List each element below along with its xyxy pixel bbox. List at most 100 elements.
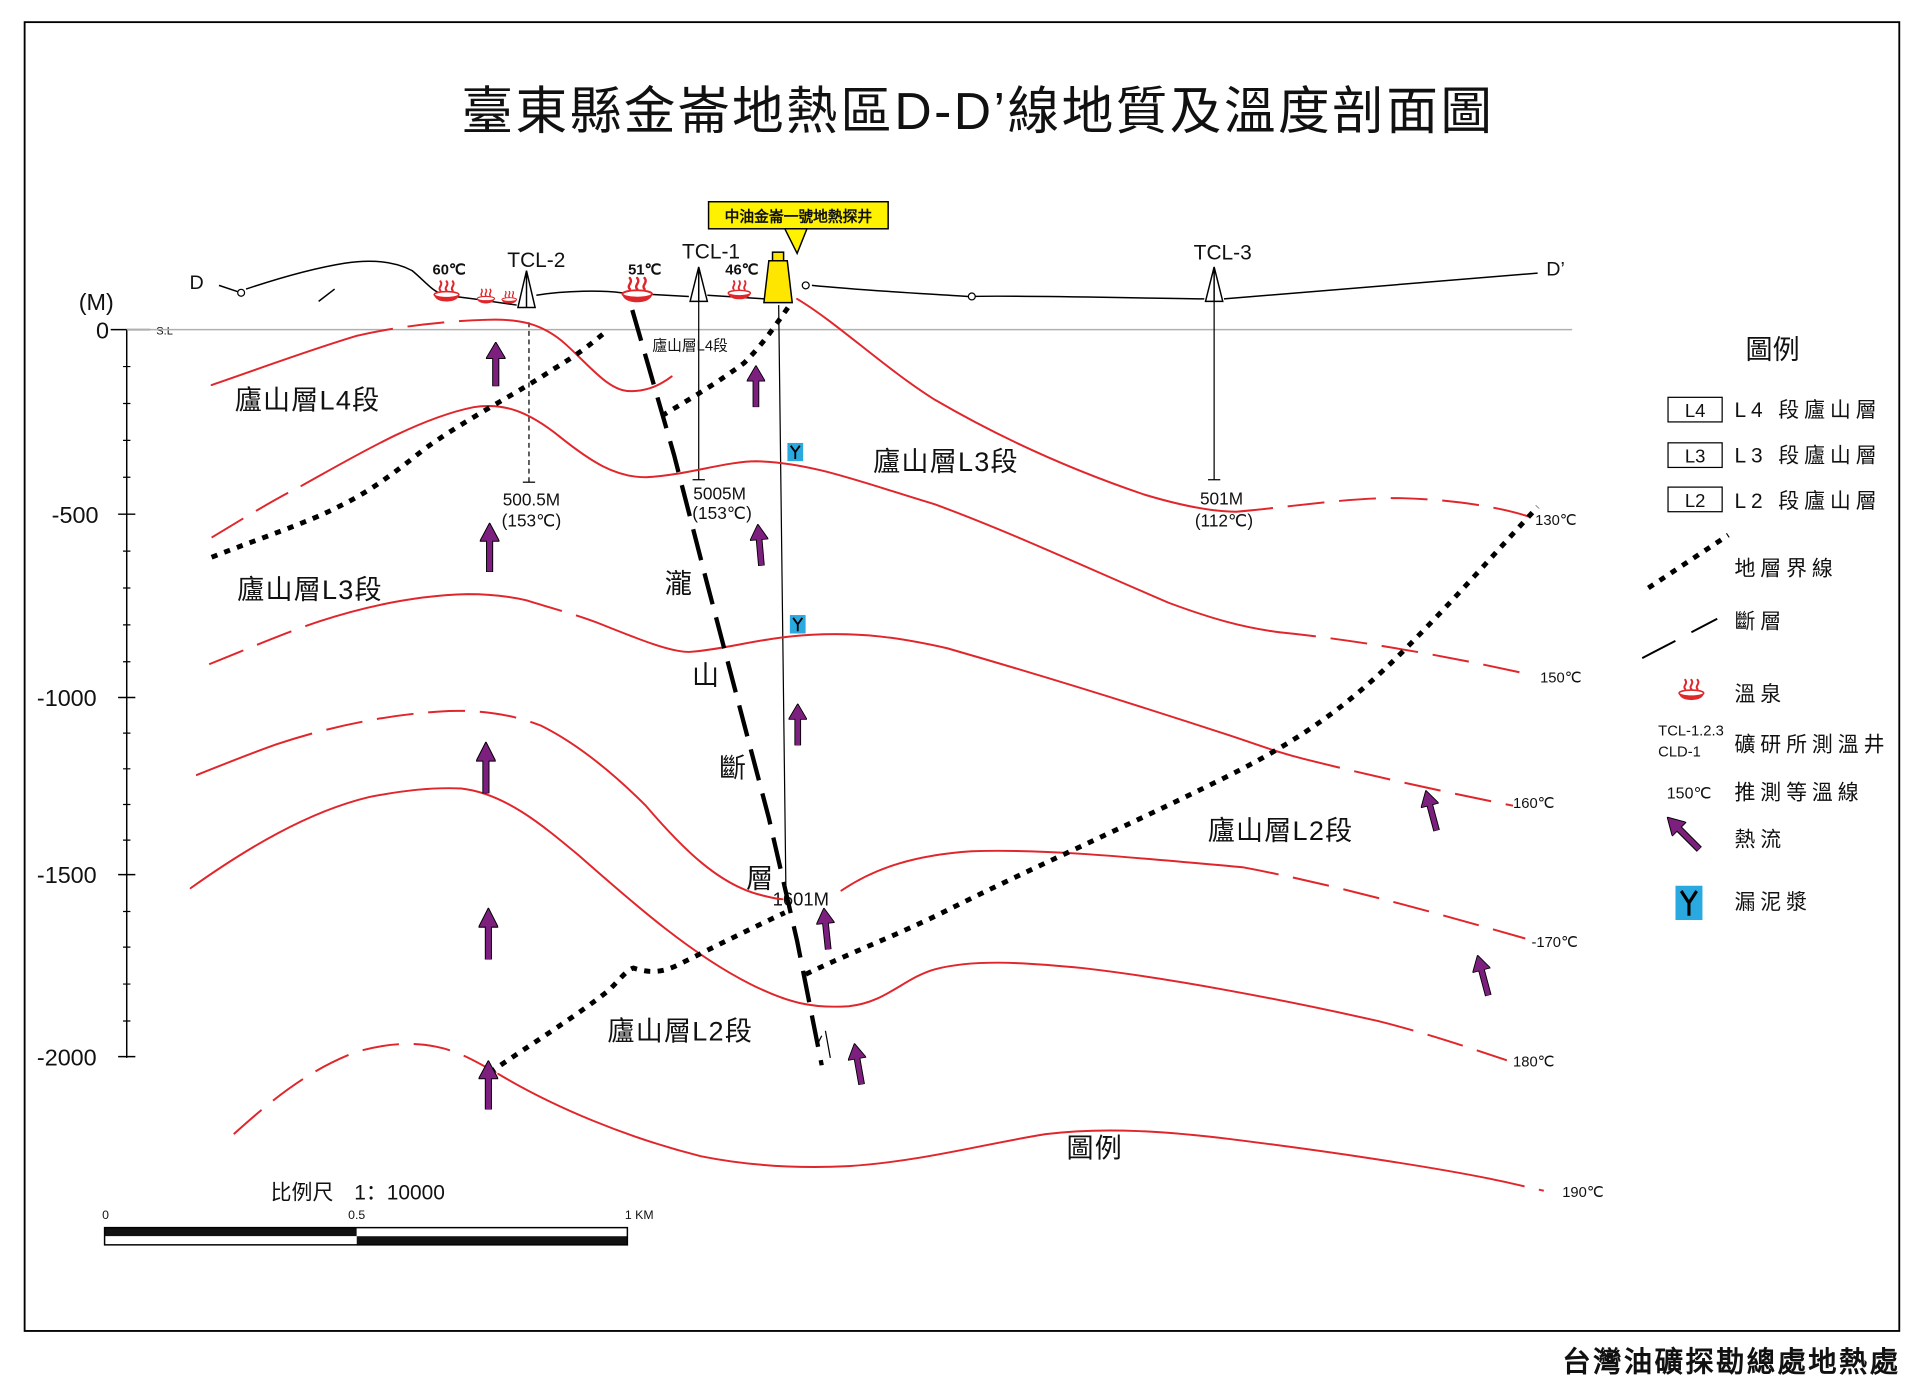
depth-axis-minor-ticks [123, 365, 131, 1022]
formation-boundary-l4-l3-west [210, 330, 607, 560]
legend-unit-box [1667, 396, 1723, 423]
heat-flow-arrow-icon [748, 523, 771, 567]
formation-label: 廬山層L3段 [237, 575, 383, 605]
isotherm-segment [1279, 631, 1529, 676]
publisher-footer: 台灣油礦探勘總處地熱處 [1562, 1346, 1900, 1378]
hot-spring-icon [501, 290, 518, 305]
mud-loss-icon [787, 442, 804, 462]
isotherm-segment [233, 1042, 499, 1135]
legend-unit-code: L3 [1685, 446, 1706, 467]
hot-spring-icon [1678, 678, 1705, 702]
fault-label-char: 山 [692, 661, 720, 691]
isotherm-segment [208, 620, 321, 666]
legend-unit-box [1667, 486, 1723, 513]
isotherm-segment [526, 599, 604, 626]
legend-heat-flow-label: 熱流 [1734, 828, 1786, 851]
legend-isotherm-label: 推測等溫線 [1734, 782, 1863, 805]
isotherm-segment [1377, 1020, 1508, 1062]
scale-bar-segment [356, 1236, 628, 1245]
legend-unit-code: L4 [1685, 400, 1706, 421]
exploration-well-trace [778, 305, 787, 902]
scale-label: 比例尺 1：10000 [271, 1181, 445, 1204]
well-depth: 500.5M [503, 490, 560, 510]
legend-unit-label: L3 段廬山層 [1734, 445, 1881, 468]
well-derrick-icon [1204, 266, 1224, 303]
isotherm-segment [1242, 866, 1526, 940]
legend-well-code: CLD-1 [1658, 745, 1701, 761]
isotherm-160 [208, 593, 1514, 807]
heat-flow-arrow-icon [478, 907, 499, 960]
isotherm-segment [1488, 1177, 1544, 1192]
fault-label-char: 層 [746, 864, 774, 894]
hot-spring-temp: 46℃ [725, 262, 758, 278]
hot-spring-icon [433, 280, 460, 303]
hot-spring-temp: 51℃ [628, 262, 661, 278]
legend-fault-label: 斷層 [1734, 611, 1786, 634]
well-bottom-temp: (153℃) [502, 510, 562, 530]
isotherm-segment [189, 787, 1379, 1022]
axis-tick-500: -500 [52, 502, 99, 528]
isotherm-segment [1236, 497, 1534, 519]
hot-spring-icon [727, 280, 752, 301]
surface-dip-mark [318, 288, 336, 302]
isotherm-label: 160℃ [1513, 796, 1554, 812]
figure-frame [23, 21, 1901, 1332]
scale-tick-label: 1 KM [625, 1208, 654, 1222]
isotherm-label: -170℃ [1531, 935, 1577, 951]
heat-flow-arrow-icon [845, 1041, 871, 1087]
well-derrick-icon [516, 270, 537, 309]
isotherm-190 [233, 1042, 1544, 1192]
formation-label: 廬山層L3段 [873, 447, 1019, 477]
axis-tick-1500: -1500 [37, 862, 97, 888]
heat-flow-arrow-icon [1660, 810, 1707, 857]
isotherm-170 [195, 709, 1526, 940]
heat-flow-arrow-icon [746, 365, 766, 408]
legend-mud-loss-label: 漏泥漿 [1734, 891, 1811, 914]
well-name: TCL-2 [507, 249, 565, 272]
legend-unit-label: L4 段廬山層 [1734, 399, 1881, 422]
section-note-label: 圖例 [1067, 1134, 1124, 1164]
longshan-fault-line [630, 309, 824, 1066]
legend-fault-swatch [1641, 617, 1718, 659]
formation-label: 廬山層L2段 [607, 1017, 753, 1047]
formation-label: 廬山層L4段 [652, 337, 728, 355]
isotherm-label: 190℃ [1562, 1185, 1603, 1201]
hot-spring-icon [476, 288, 496, 305]
well-depth: 501M [1200, 488, 1243, 508]
heat-flow-arrow-icon [478, 1060, 499, 1110]
hot-spring-temp: 60℃ [433, 262, 466, 278]
isotherm-180 [189, 787, 1508, 1062]
formation-boundary-l3-l2-west [488, 910, 786, 1075]
well-bottom-temp: (153℃) [692, 503, 752, 523]
isotherm-segment [195, 743, 278, 776]
isotherm-segment [497, 1072, 1490, 1180]
fault-slip-mark [811, 1018, 831, 1058]
scale-tick-label: 0 [102, 1208, 109, 1222]
formation-boundary-l3-l2-east [804, 505, 1540, 977]
isotherm-label: 130℃ [1535, 513, 1576, 529]
section-start-marker [218, 284, 238, 293]
scale-bar-segment [104, 1227, 357, 1237]
isotherm-segment [211, 485, 302, 539]
isotherm-segment [210, 334, 358, 387]
heat-flow-arrow-icon [1468, 952, 1498, 998]
section-end-label: D’ [1546, 259, 1565, 281]
heat-flow-arrow-icon [485, 341, 506, 387]
isotherm-segment [540, 724, 784, 901]
heat-flow-arrow-icon [814, 906, 838, 951]
isotherm-segment [484, 318, 673, 393]
legend-hot-spring-label: 溫泉 [1734, 683, 1786, 706]
hot-spring-icon [621, 276, 654, 304]
isotherm-150 [211, 404, 1529, 676]
well-derrick-icon [689, 266, 709, 303]
formation-label: 廬山層L4段 [235, 386, 381, 416]
legend-unit-box [1667, 442, 1723, 469]
isotherm-segment [601, 623, 1305, 760]
legend: 圖例 L4 L4 段廬山層 L3 L3 段廬山層 L2 L2 段廬山層 地層界線… [1641, 335, 1885, 921]
scale-bar-outline [103, 1226, 629, 1246]
heat-flow-arrow-icon [1416, 787, 1446, 834]
axis-tick-2000: -2000 [37, 1044, 97, 1070]
well-callout-text: 中油金崙一號地熱探井 [725, 207, 873, 225]
survey-point-marker [967, 292, 976, 301]
